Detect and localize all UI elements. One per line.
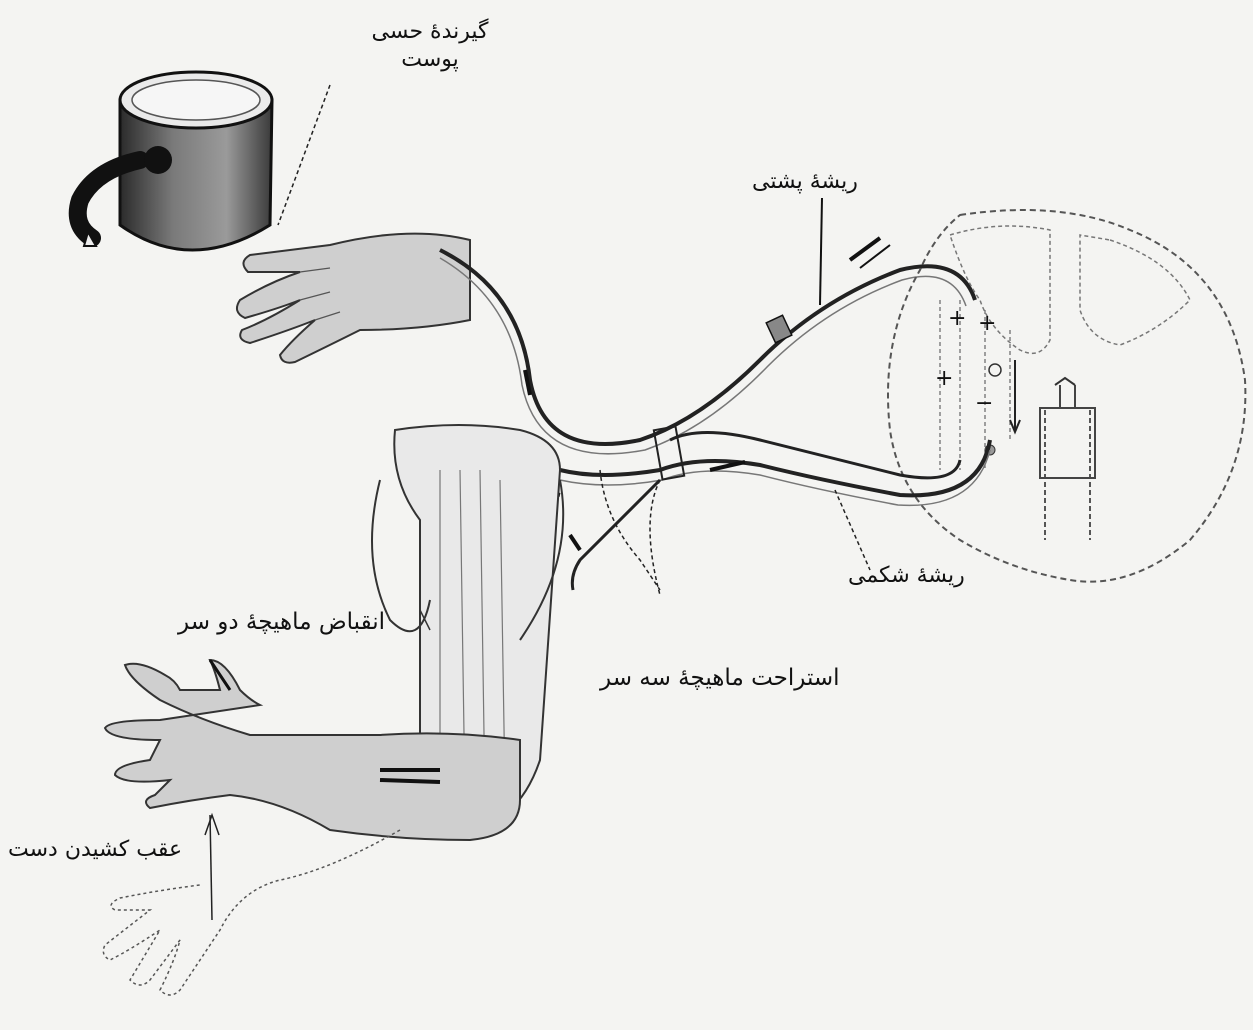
svg-text:+: +	[948, 306, 966, 331]
svg-text:+: +	[978, 311, 996, 336]
hand-on-heater	[237, 234, 470, 363]
sensory-neuron	[440, 238, 975, 454]
biceps-contraction-label: انقباض ماهیچهٔ دو سر	[178, 608, 385, 637]
skin-receptor-label-line2: پوست	[365, 46, 495, 74]
ventral-root-pointer	[835, 490, 870, 570]
dorsal-root-pointer	[820, 198, 822, 305]
triceps-relaxation-label: استراحت ماهیچهٔ سه سر	[600, 664, 840, 693]
skin-receptor-label: گیرندهٔ حسی پوست	[365, 18, 495, 73]
receptor-pointer	[278, 85, 330, 225]
svg-text:−: −	[975, 391, 993, 416]
skin-receptor-label-line1: گیرندهٔ حسی	[365, 18, 495, 46]
dorsal-root-label: ریشهٔ پشتی	[752, 168, 858, 196]
ventral-root-label: ریشهٔ شکمی	[848, 562, 965, 590]
hot-object-icon	[78, 72, 272, 250]
hand-withdrawal-label: عقب کشیدن دست	[8, 836, 182, 864]
svg-text:+: +	[935, 366, 953, 391]
